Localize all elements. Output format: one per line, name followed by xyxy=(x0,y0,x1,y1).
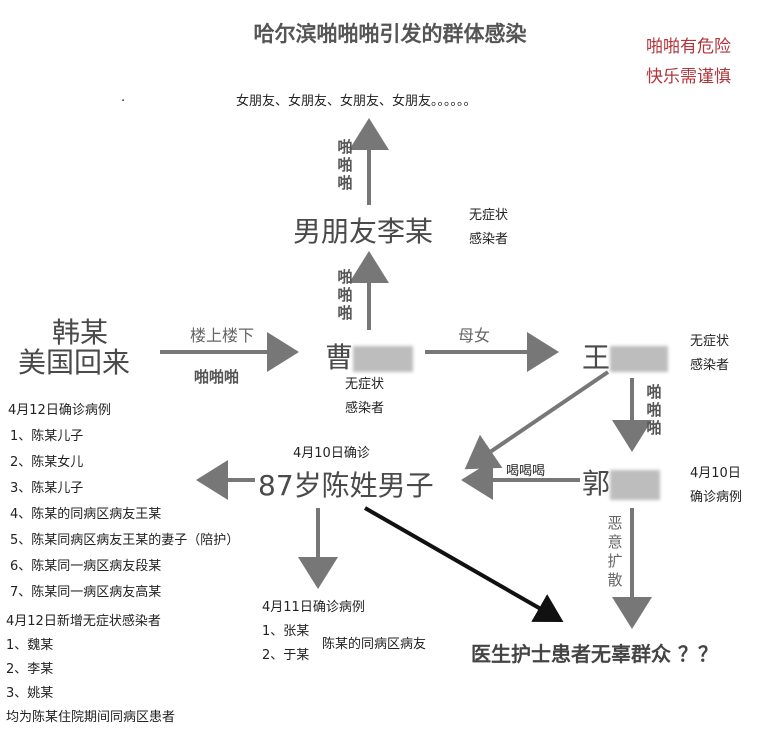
list-item: 2、李某 xyxy=(6,662,54,677)
list-item: 3、陈某儿子 xyxy=(10,481,84,496)
list-411-note: 陈某的同病区病友 xyxy=(322,637,427,652)
warning-line-1: 啪啪有危险 xyxy=(646,37,731,57)
edge-label-loushang: 楼上楼下 xyxy=(190,326,255,345)
list-item: 6、陈某同一病区病友段某 xyxy=(10,559,162,574)
girlfriends-label: 女朋友、女朋友、女朋友、女朋友。。。。。。 xyxy=(236,94,477,109)
redacted-blur xyxy=(610,346,669,372)
guo-note-line-2: 确诊病例 xyxy=(690,490,743,505)
node-public: 医生护士患者无辜群众 ？？ xyxy=(471,642,718,666)
cao-note-line-2: 感染者 xyxy=(345,401,385,416)
list-item: 7、陈某同一病区病友高某 xyxy=(10,585,162,600)
edge-label-hehehe: 喝喝喝 xyxy=(506,464,546,479)
node-wang-label: 王 xyxy=(582,341,611,374)
node-boyfriend: 男朋友李某 xyxy=(293,215,434,248)
edge-label-papa-upper: 啪啪啪 xyxy=(337,138,353,192)
wang-note-line-2: 感染者 xyxy=(690,358,730,373)
list-item: 1、陈某儿子 xyxy=(10,429,84,444)
edge-label-papa-han: 啪啪啪 xyxy=(194,368,240,386)
node-han-line-1: 韩某 xyxy=(52,316,109,349)
node-cao-label: 曹 xyxy=(325,341,354,374)
list-asym-footer: 均为陈某住院期间同病区患者 xyxy=(6,710,176,725)
list-asym-header: 4月12日新增无症状感染者 xyxy=(6,614,161,629)
edge-label-spread: 恶意扩散 xyxy=(607,514,623,589)
cao-note: 无症状 感染者 xyxy=(345,373,384,421)
wang-note: 无症状 感染者 xyxy=(690,330,729,378)
list-item: 2、陈某女儿 xyxy=(10,455,84,470)
node-wang: 王 xyxy=(582,336,669,376)
boyfriend-note-line-1: 无症状 xyxy=(469,208,509,223)
list-item: 2、于某 xyxy=(262,648,310,663)
guo-note-line-1: 4月10日 xyxy=(690,466,741,481)
list-item: 4、陈某的同病区病友王某 xyxy=(10,507,162,522)
node-guo: 郭 xyxy=(582,462,661,502)
edge-label-papa-wang: 啪啪啪 xyxy=(646,383,662,437)
arrow-wang-chen xyxy=(464,370,610,470)
list-asym: 4月12日新增无症状感染者 1、魏某 2、李某 3、姚某 均为陈某住院期间同病区… xyxy=(6,610,175,730)
chen-date: 4月10日确诊 xyxy=(293,446,370,461)
list-item: 1、魏某 xyxy=(6,638,54,653)
edge-label-papa-lower: 啪啪啪 xyxy=(337,268,353,322)
wang-note-line-1: 无症状 xyxy=(690,334,730,349)
dot-mark: . xyxy=(121,90,126,105)
node-cao: 曹 xyxy=(325,336,414,376)
guo-note: 4月10日 确诊病例 xyxy=(690,462,742,510)
list-412: 4月12日确诊病例 1、陈某儿子 2、陈某女儿 3、陈某儿子 4、陈某的同病区病… xyxy=(8,398,239,606)
redacted-blur xyxy=(610,470,661,500)
list-item: 1、张某 xyxy=(262,624,310,639)
boyfriend-note-line-2: 感染者 xyxy=(469,232,509,247)
list-412-header: 4月12日确诊病例 xyxy=(8,403,111,418)
warning-line-2: 快乐需谨慎 xyxy=(646,67,731,87)
node-han-line-2: 美国回来 xyxy=(18,346,131,379)
list-411: 4月11日确诊病例 1、张某 2、于某 xyxy=(262,596,365,668)
node-chen: 87岁陈姓男子 xyxy=(258,469,434,502)
list-item: 3、姚某 xyxy=(6,686,54,701)
boyfriend-note: 无症状 感染者 xyxy=(469,204,508,252)
edge-label-munv: 母女 xyxy=(458,326,491,345)
page-title: 哈尔滨啪啪啪引发的群体感染 xyxy=(253,22,527,46)
list-item: 5、陈某同病区病友王某的妻子（陪护） xyxy=(10,533,240,548)
node-guo-label: 郭 xyxy=(582,467,611,500)
cao-note-line-1: 无症状 xyxy=(345,377,385,392)
list-411-header: 4月11日确诊病例 xyxy=(262,600,365,615)
redacted-blur xyxy=(353,346,414,372)
arrow-chen-public xyxy=(364,506,564,622)
